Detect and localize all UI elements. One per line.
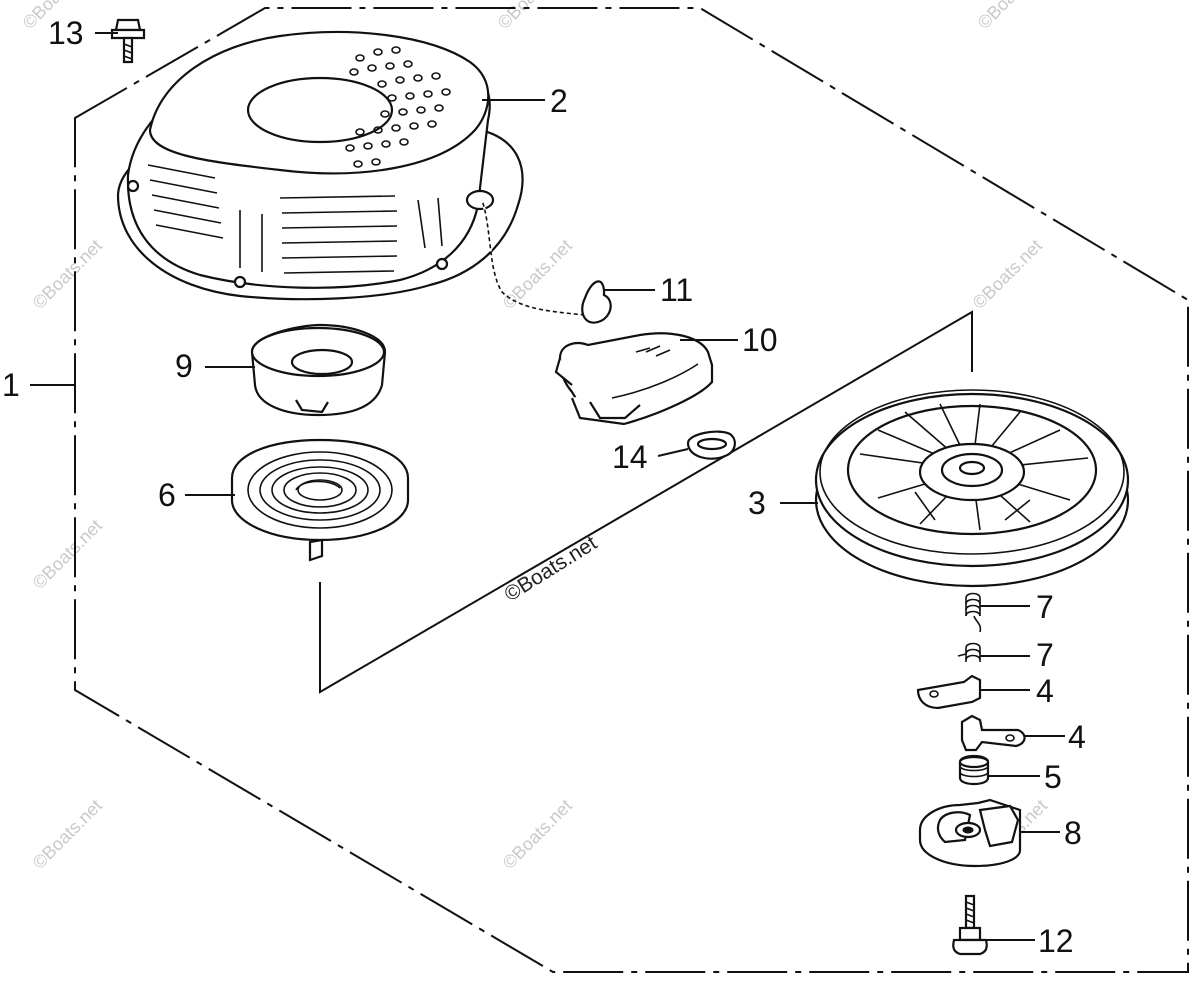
watermark: ©Boats.net — [974, 0, 1051, 33]
friction-plate — [918, 798, 1022, 868]
recoil-spring — [230, 438, 410, 562]
callout-13: 13 — [48, 15, 84, 51]
set-bolt — [952, 894, 988, 956]
callout-8: 8 — [1064, 815, 1082, 851]
ratchet-spring-lower — [957, 642, 981, 662]
starter-cover — [116, 30, 524, 301]
watermark: ©Boats.net — [499, 796, 576, 873]
callout-1: 1 — [2, 367, 20, 403]
ratchet-spring-upper — [965, 592, 982, 633]
callout-9: 9 — [175, 348, 193, 384]
ratchet-upper — [916, 674, 982, 710]
friction-spring — [958, 754, 990, 786]
rope-knot — [581, 280, 612, 324]
starter-reel — [814, 389, 1130, 588]
grommet — [686, 430, 736, 460]
callout-11: 11 — [660, 272, 693, 308]
callout-labels: 1 2 3 4 4 5 6 7 7 8 9 10 11 12 13 14 — [2, 15, 1086, 959]
watermark: ©Boats.net — [29, 236, 106, 313]
ratchet-lower — [960, 714, 1026, 752]
watermark: ©Boats.net — [29, 796, 106, 873]
watermark: ©Boats.net — [494, 0, 571, 33]
subassembly-bracket — [319, 310, 973, 694]
watermark: ©Boats.net — [29, 516, 106, 593]
boats-watermark: ©Boats.net — [500, 531, 601, 606]
callout-3: 3 — [748, 485, 766, 521]
callout-4: 4 — [1068, 719, 1086, 755]
leader-line — [657, 448, 689, 457]
callout-12: 12 — [1038, 923, 1074, 959]
callout-5: 5 — [1044, 759, 1062, 795]
callout-2: 2 — [550, 83, 568, 119]
callout-7: 7 — [1036, 637, 1054, 673]
starter-grip — [554, 332, 714, 426]
callout-6: 6 — [158, 477, 176, 513]
callout-7: 7 — [1036, 589, 1054, 625]
callout-10: 10 — [742, 322, 778, 358]
spring-cover — [250, 323, 387, 417]
watermark: ©Boats.net — [499, 236, 576, 313]
assembly-boundary — [74, 7, 1189, 973]
flange-bolt — [110, 18, 146, 64]
watermark: ©Boats.net — [969, 236, 1046, 313]
starter-rope-inner — [480, 199, 586, 317]
callout-14: 14 — [612, 439, 648, 475]
leader-lines — [30, 32, 1065, 941]
callout-4: 4 — [1036, 673, 1054, 709]
